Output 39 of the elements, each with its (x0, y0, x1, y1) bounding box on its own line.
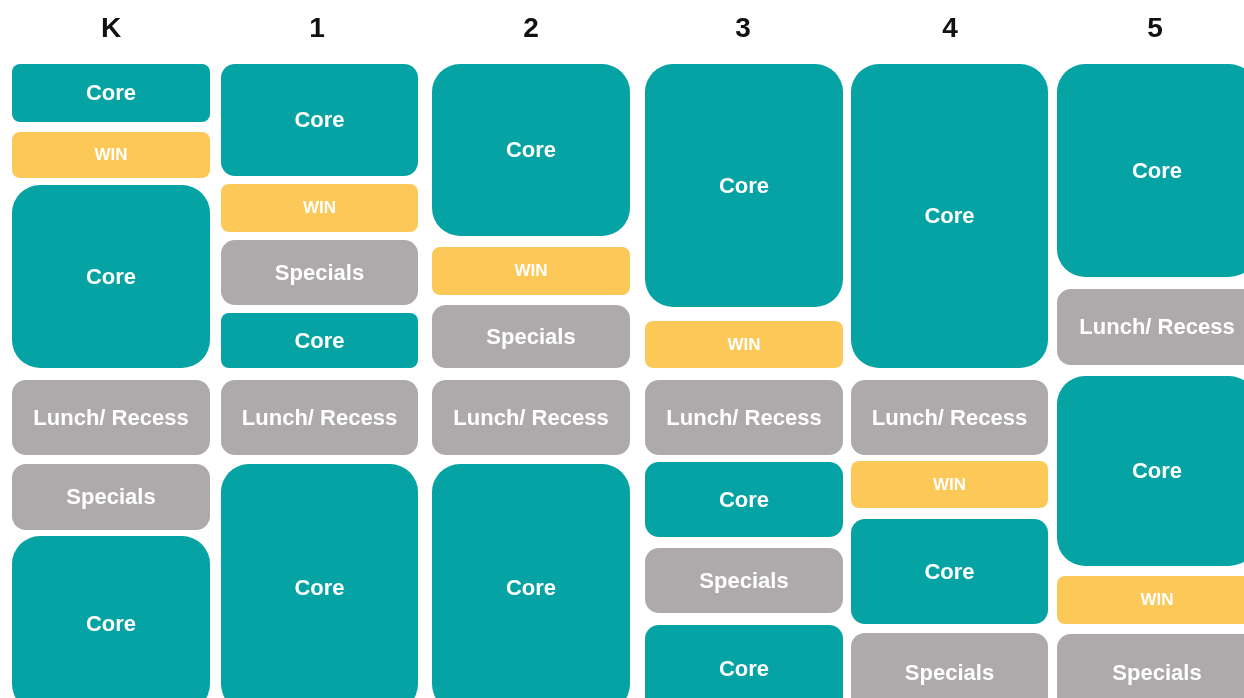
schedule-block: Specials (221, 240, 418, 305)
win-block: WIN (1057, 576, 1244, 624)
schedule-block: Lunch/ Recess (645, 380, 843, 455)
core-block: Core (851, 519, 1048, 624)
core-block: Core (12, 536, 210, 698)
core-block: Core (12, 64, 210, 122)
grade-heading: 3 (734, 12, 752, 44)
core-block: Core (12, 185, 210, 368)
schedule-block: Specials (851, 633, 1048, 698)
win-block: WIN (221, 184, 418, 232)
core-block: Core (645, 625, 843, 698)
win-block: WIN (12, 132, 210, 178)
core-block: Core (1057, 376, 1244, 566)
schedule-block: Lunch/ Recess (221, 380, 418, 455)
core-block: Core (645, 64, 843, 307)
win-block: WIN (645, 321, 843, 368)
core-block: Core (221, 313, 418, 368)
schedule-block: Specials (1057, 634, 1244, 698)
win-block: WIN (432, 247, 630, 295)
core-block: Core (432, 64, 630, 236)
schedule-block: Lunch/ Recess (432, 380, 630, 455)
schedule-block: Lunch/ Recess (1057, 289, 1244, 365)
core-block: Core (1057, 64, 1244, 277)
grade-heading: 4 (941, 12, 959, 44)
grade-heading: 5 (1146, 12, 1164, 44)
schedule-block: Specials (432, 305, 630, 368)
core-block: Core (851, 64, 1048, 368)
grade-heading: 1 (308, 12, 326, 44)
core-block: Core (645, 462, 843, 537)
core-block: Core (432, 464, 630, 698)
core-block: Core (221, 64, 418, 176)
win-block: WIN (851, 461, 1048, 508)
grade-heading: K (99, 12, 123, 44)
core-block: Core (221, 464, 418, 698)
schedule-block: Specials (12, 464, 210, 530)
schedule-block: Lunch/ Recess (851, 380, 1048, 455)
schedule-block: Specials (645, 548, 843, 613)
grade-heading: 2 (522, 12, 540, 44)
schedule-block: Lunch/ Recess (12, 380, 210, 455)
